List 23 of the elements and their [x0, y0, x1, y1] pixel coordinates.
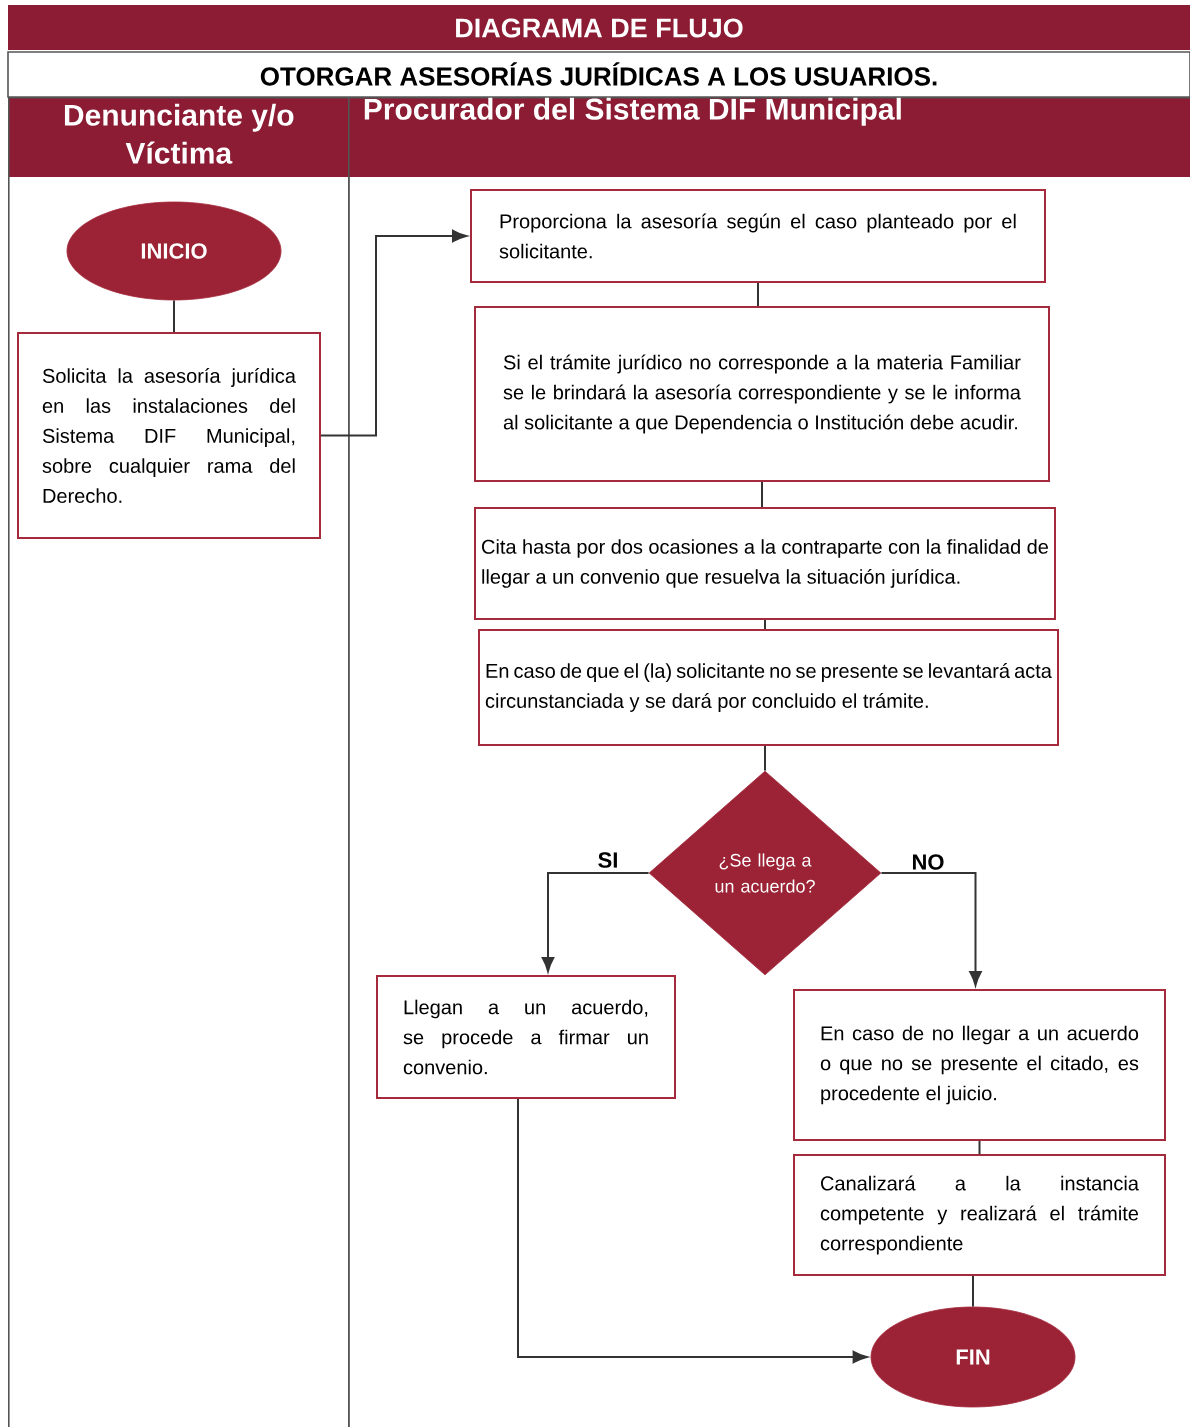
- process-box: En caso de no llegar a un acuerdo o que no se presente el citado, es procedente el juicio.: [793, 989, 1166, 1141]
- connector: [173, 299, 175, 333]
- connector: [517, 1098, 868, 1364]
- connector: [972, 1275, 974, 1308]
- connector: [880, 872, 982, 987]
- process-box: En caso de que el (la) solicitante no se presente se levantará acta circunstanciada y se dará por concluido el trámite.: [478, 629, 1059, 746]
- process-box: Solicita la asesoría jurídica en las instalaciones del Sistema DIF Municipal, sobre cualquier rama del Derecho.: [17, 332, 321, 539]
- connector: [764, 745, 766, 772]
- process-box: Proporciona la asesoría según el caso planteado por el solicitante.: [470, 189, 1046, 283]
- connector: [541, 872, 650, 972]
- connector: [757, 282, 759, 307]
- connector: [764, 619, 766, 630]
- subtitle-band: OTORGAR ASESORÍAS JURÍDICAS A LOS USUARIOS.: [7, 51, 1190, 98]
- edge-label: SI: [595, 850, 621, 870]
- process-box: Cita hasta por dos ocasiones a la contraparte con la finalidad de llegar a un convenio que resuelva la situación jurídica.: [474, 507, 1056, 620]
- connector: [320, 229, 467, 437]
- edge-label: NO: [909, 852, 947, 872]
- process-box: Canalizará a la instancia competente y realizará el trámite correspondiente: [793, 1154, 1166, 1276]
- process-box: Llegan a un acuerdo, se procede a firmar un convenio.: [376, 975, 676, 1099]
- process-box: Si el trámite jurídico no corresponde a la materia Familiar se le brindará la asesoría correspondiente y se le informa al solicitante a que Dependencia o Institución debe acudir.: [474, 306, 1050, 482]
- title-band: DIAGRAMA DE FLUJO: [8, 5, 1190, 50]
- connector: [761, 481, 763, 508]
- connector: [978, 1140, 981, 1155]
